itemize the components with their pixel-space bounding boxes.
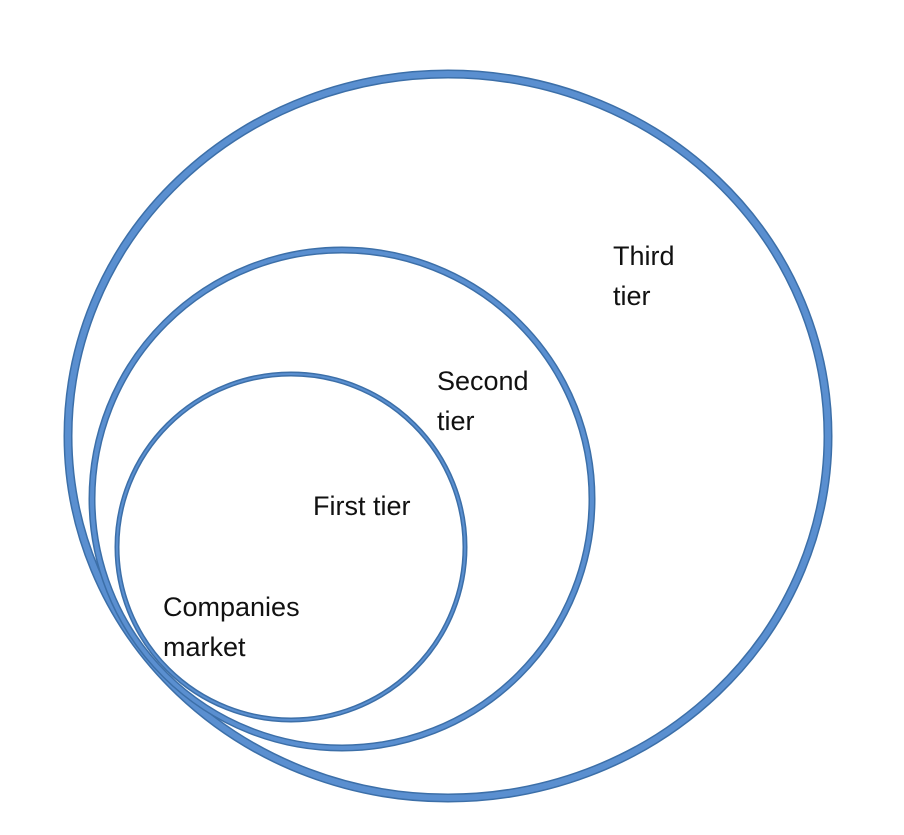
first-tier-label: First tier xyxy=(313,491,411,521)
companies-market-label: Companies market xyxy=(163,592,300,662)
third-tier-ring xyxy=(63,69,833,803)
first-tier-ring xyxy=(114,371,468,723)
second-tier-ring xyxy=(88,246,596,752)
second-tier-label: Second tier xyxy=(437,366,529,436)
third-tier-label: Third tier xyxy=(613,241,675,311)
